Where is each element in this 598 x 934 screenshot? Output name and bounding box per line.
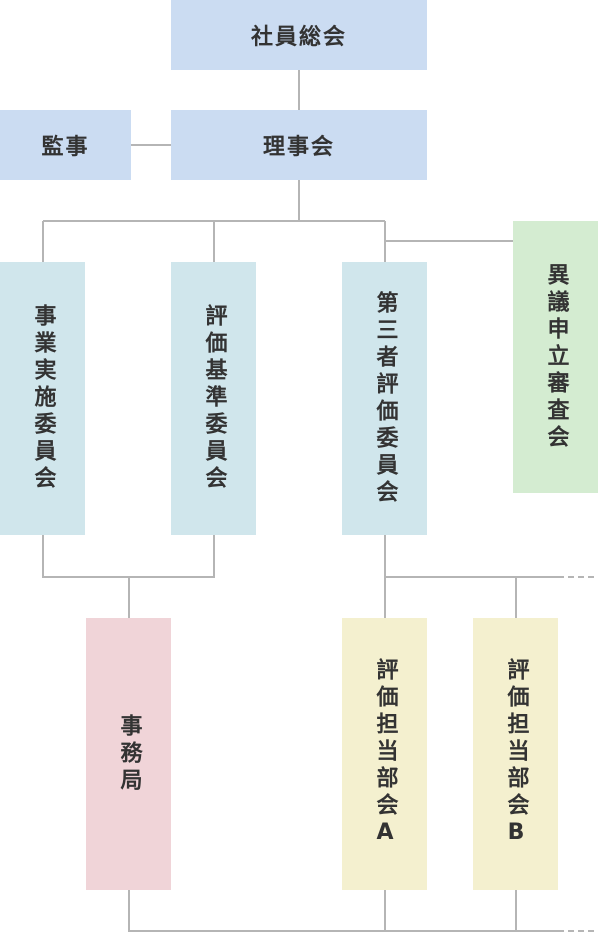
node-criteria-committee-label: 評価基準委員会 <box>201 304 227 493</box>
node-eval-dept-a-label: 評価担当部会A <box>372 658 398 850</box>
line-bottom <box>128 890 558 932</box>
node-board: 理事会 <box>171 110 427 180</box>
node-eval-dept-b: 評価担当部会B <box>473 618 558 890</box>
node-board-label: 理事会 <box>262 135 335 160</box>
node-objection-committee-label: 異議申立審査会 <box>543 262 569 452</box>
node-business-committee: 事業実施委員会 <box>0 262 85 535</box>
node-secretariat: 事務局 <box>86 618 171 890</box>
node-secretariat-label: 事務局 <box>116 713 142 795</box>
node-third-party-committee-label: 第三者評価委員会 <box>372 290 398 507</box>
node-general-assembly: 社員総会 <box>171 0 427 70</box>
line-committees-secretariat <box>42 535 215 618</box>
node-eval-dept-b-label: 評価担当部会B <box>503 658 529 850</box>
node-objection-committee: 異議申立審査会 <box>513 221 598 493</box>
node-business-committee-label: 事業実施委員会 <box>30 304 56 493</box>
node-eval-dept-a: 評価担当部会A <box>342 618 427 890</box>
node-third-party-committee: 第三者評価委員会 <box>342 262 427 535</box>
node-criteria-committee: 評価基準委員会 <box>171 262 256 535</box>
node-auditor-label: 監事 <box>41 135 90 160</box>
line-board-committees <box>42 180 386 262</box>
node-auditor: 監事 <box>0 110 131 180</box>
line-third-party-eval <box>384 535 558 618</box>
node-general-assembly-label: 社員総会 <box>250 25 347 50</box>
